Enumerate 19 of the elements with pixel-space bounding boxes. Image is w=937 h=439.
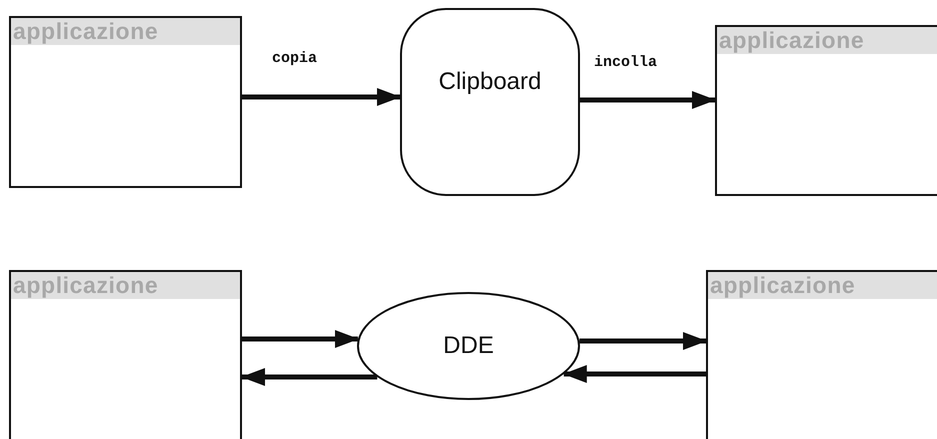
arrow: [580, 332, 707, 350]
application-box: [9, 16, 242, 188]
application-box: [706, 270, 937, 439]
arrow: [580, 91, 716, 109]
arrow: [562, 365, 706, 383]
node-label: DDE: [443, 332, 494, 360]
box-heading: applicazione: [11, 272, 240, 299]
rounded-box: [400, 8, 580, 196]
box-heading: applicazione: [708, 272, 937, 299]
node-label: Clipboard: [438, 68, 542, 96]
box-heading: applicazione: [11, 18, 240, 45]
process-ellipse: [357, 292, 580, 400]
box-heading: applicazione: [717, 27, 937, 54]
arrow: [241, 368, 378, 386]
application-box: [715, 25, 937, 196]
edge-label: copia: [272, 50, 318, 67]
arrow: [242, 330, 359, 348]
arrow: [242, 88, 401, 106]
application-box: [9, 270, 242, 439]
